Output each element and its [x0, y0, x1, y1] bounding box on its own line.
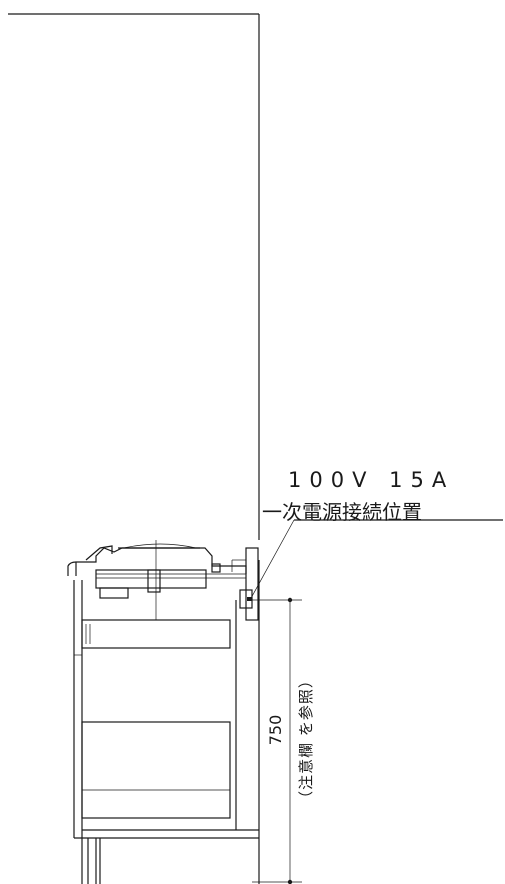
power-spec-label: 100V 15A [288, 468, 455, 492]
plinth [81, 838, 101, 884]
upper-drawer [81, 619, 231, 649]
height-dimension-note: （注意欄 を参照） [297, 672, 315, 806]
lower-drawer [81, 721, 231, 819]
leader-line [249, 519, 503, 601]
cabinet-body [73, 580, 259, 839]
height-dimension-line [252, 597, 302, 884]
outlet-bracket [231, 547, 259, 621]
height-dimension-value: 750 [266, 714, 285, 746]
cooktop-appliance [67, 540, 247, 620]
power-location-label: 一次電源接続位置 [262, 500, 422, 524]
wall-outline [8, 13, 260, 884]
